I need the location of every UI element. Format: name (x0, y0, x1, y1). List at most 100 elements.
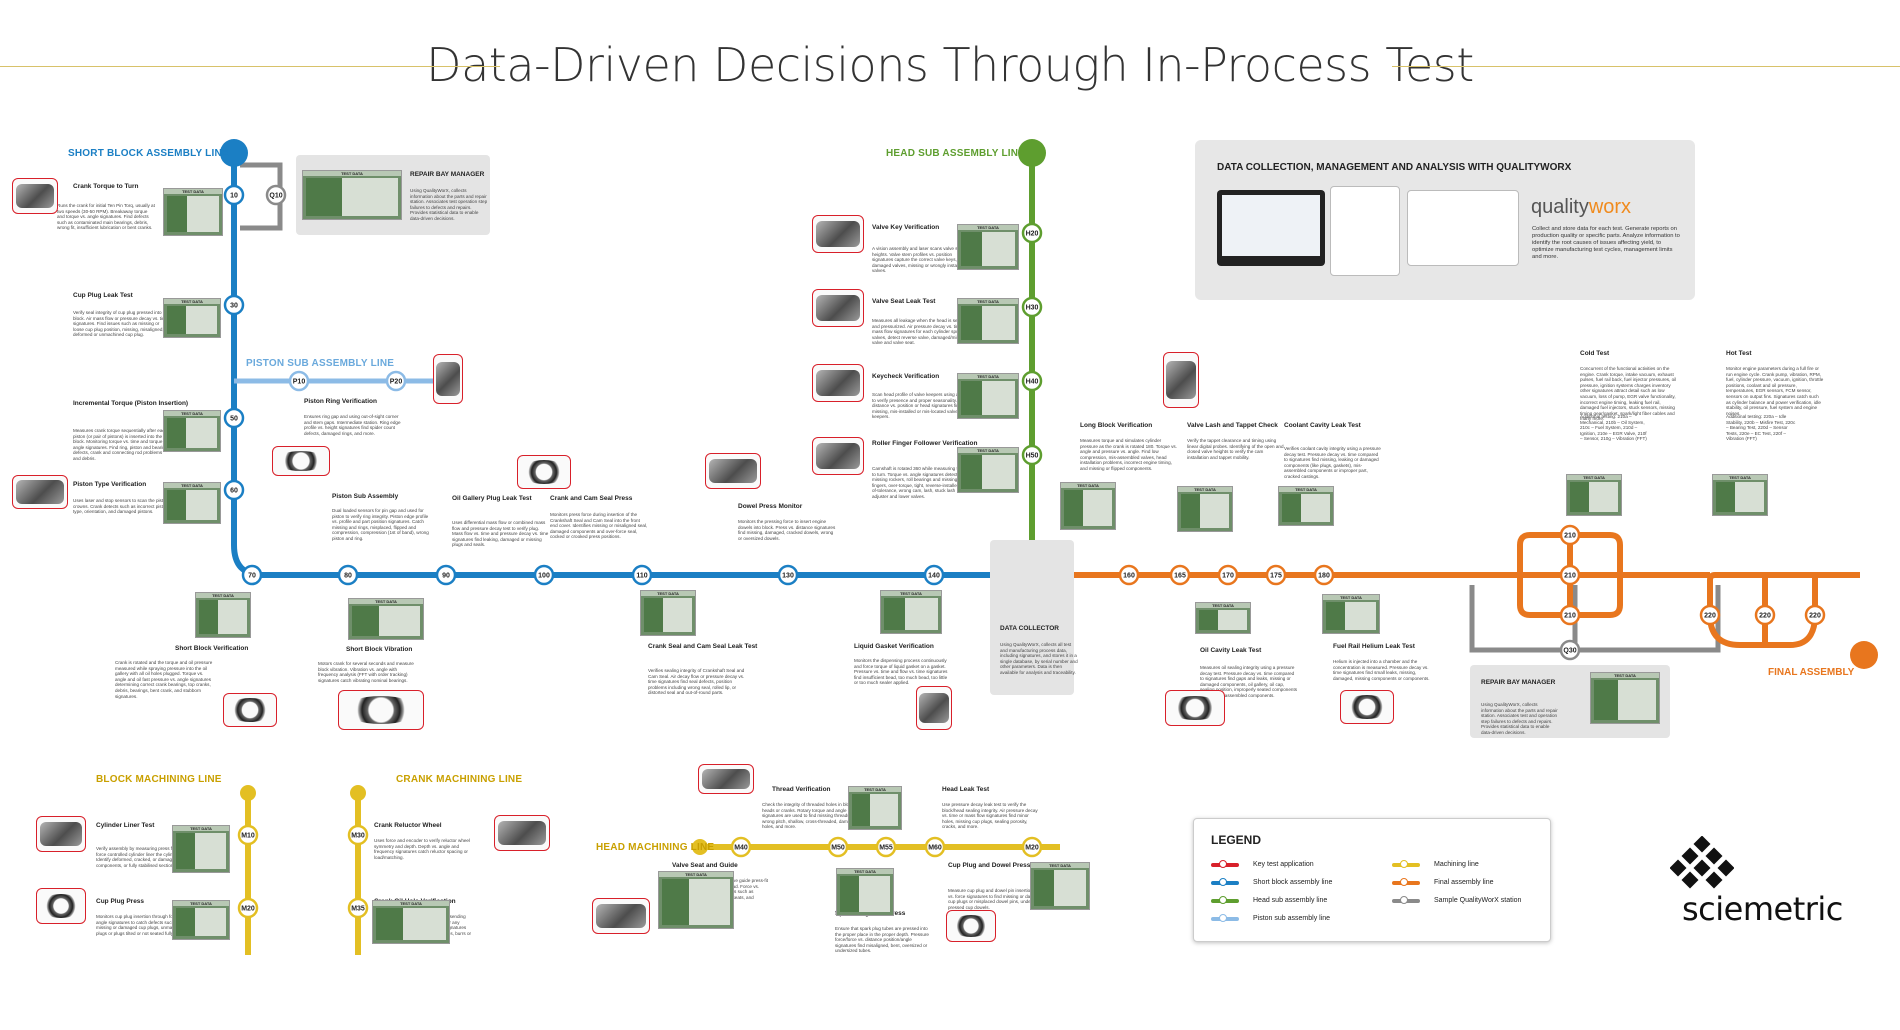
station-node-q30: Q30 (1559, 639, 1581, 661)
station-description-s110: Verifies sealing integrity of Crankshaft… (648, 668, 745, 696)
station-description-m20: Monitors cup plug insertion through forc… (96, 914, 187, 936)
test-screen-s165: TEST DATA (1177, 486, 1233, 532)
test-screen-label: TEST DATA (977, 374, 999, 379)
station-description-p10: Ensures ring gap and using out-of-sight … (304, 414, 401, 436)
label-crank-machining-line: CRANK MACHINING LINE (396, 774, 523, 785)
key-test-part-image-m20b (946, 910, 996, 942)
test-screen-label: TEST DATA (685, 872, 707, 877)
svg-text:220: 220 (1704, 613, 1716, 620)
station-name-m30: Crank Reluctor Wheel (374, 822, 442, 829)
station-description-h20: A vision assembly and laser scans valve … (872, 246, 966, 274)
test-screen-q10: TEST DATA (302, 170, 402, 220)
legend-item-label: Head sub assembly line (1253, 897, 1328, 904)
station-description-s210: Concurrent of the functional activities … (1580, 366, 1677, 422)
test-screen-m10: TEST DATA (172, 825, 230, 873)
station-node-s110: 110 (631, 564, 653, 586)
station-name-s50: Incremental Torque (Piston Insertion) (73, 400, 189, 407)
station-name-s180: Fuel Rail Helium Leak Test (1333, 643, 1415, 650)
test-screen-h30: TEST DATA (957, 298, 1019, 344)
legend-item-label: Sample QualityWorX station (1434, 897, 1522, 904)
station-name-p10: Piston Ring Verification (304, 398, 377, 405)
svg-text:165: 165 (1174, 573, 1186, 580)
title-rule-right (1392, 66, 1900, 67)
key-test-part-image-h20 (812, 215, 864, 253)
hot-test-list: Additional testing: 220a – Idle Stabilit… (1726, 414, 1796, 442)
svg-text:H30: H30 (1026, 305, 1039, 312)
legend-swatch (1211, 896, 1239, 904)
test-screen-label: TEST DATA (1583, 475, 1605, 480)
station-node-s80: 80 (337, 564, 359, 586)
legend-swatch (1392, 860, 1420, 868)
test-screen-label: TEST DATA (190, 826, 212, 831)
station-description-s130: Monitors the pressing force to insert en… (738, 519, 836, 541)
test-screen-label: TEST DATA (181, 299, 203, 304)
title-rule-left (0, 66, 500, 67)
test-screen-label: TEST DATA (1729, 475, 1751, 480)
test-screen-q30: TEST DATA (1590, 672, 1660, 724)
station-description-s10: Runs the crank for initial Ten Pin Torq,… (57, 203, 155, 231)
test-screen-label: TEST DATA (977, 225, 999, 230)
station-node-s180: 180 (1313, 564, 1335, 586)
station-description-s60: Uses laser and stop sensors to scan the … (73, 498, 169, 515)
legend-swatch (1392, 896, 1420, 904)
test-screen-m50: TEST DATA (848, 786, 902, 830)
station-description-s165: Verify the tappet clearance and timing u… (1187, 438, 1284, 460)
station-name-s210: Cold Test (1580, 350, 1610, 357)
station-name-s80: Short Block Vibration (346, 646, 413, 653)
station-description-m10: Verify assembly by measuring press force… (96, 846, 191, 868)
svg-text:175: 175 (1270, 573, 1282, 580)
test-screen-label: TEST DATA (400, 901, 422, 906)
station-name-s175: Coolant Cavity Leak Test (1284, 422, 1361, 429)
station-name-q20: DATA COLLECTOR (1000, 625, 1059, 632)
key-test-part-image-s100 (517, 455, 571, 489)
test-screen-label: TEST DATA (341, 171, 363, 176)
key-test-part-image-s180 (1340, 690, 1394, 724)
station-node-m30: M30 (347, 824, 369, 846)
station-name-m50: Thread Verification (772, 786, 831, 793)
qualityworx-panel: DATA COLLECTION, MANAGEMENT AND ANALYSIS… (1195, 140, 1695, 300)
station-description-m60: Use pressure decay leak test to verify t… (942, 802, 1038, 830)
key-test-part-image-s80 (338, 690, 424, 730)
station-description-m20b: Measure cup plug and dowel pin insertion… (948, 888, 1045, 910)
test-screen-s140: TEST DATA (880, 590, 942, 634)
key-test-part-image-m40 (592, 898, 650, 934)
station-node-s170: 170 (1217, 564, 1239, 586)
key-test-part-image-s10 (12, 178, 58, 214)
svg-text:70: 70 (248, 573, 256, 580)
station-description-m55: Ensure that spark plug tubes are pressed… (835, 926, 929, 954)
svg-text:M10: M10 (241, 833, 255, 840)
station-node-p20: P20 (385, 370, 407, 392)
test-screen-label: TEST DATA (657, 591, 679, 596)
station-description-m30: Uses force and encoder to verify relucto… (374, 838, 471, 860)
station-name-h30: Valve Seat Leak Test (872, 298, 936, 305)
legend-item-label: Machining line (1434, 861, 1479, 868)
legend-item-label: Short block assembly line (1253, 879, 1333, 886)
test-screen-label: TEST DATA (182, 189, 204, 194)
station-name-s100: Crank and Cam Seal Press (550, 495, 633, 502)
test-screen-label: TEST DATA (864, 787, 886, 792)
label-head-machining-line: HEAD MACHINING LINE (596, 842, 715, 853)
key-test-part-image-m50 (698, 764, 754, 794)
station-name-m60: Head Leak Test (942, 786, 990, 793)
test-screen-s180: TEST DATA (1322, 594, 1380, 634)
key-test-part-image-s70 (223, 693, 277, 727)
key-test-part-image-s130 (705, 453, 761, 489)
label-head-sub-line: HEAD SUB ASSEMBLY LINE (886, 148, 1026, 159)
svg-text:10: 10 (230, 193, 238, 200)
svg-text:210: 210 (1564, 533, 1576, 540)
key-test-part-image-m20 (36, 888, 86, 924)
test-screen-s10: TEST DATA (163, 188, 223, 236)
test-screen-s160: TEST DATA (1060, 482, 1116, 530)
brand-name: sciemetric (1682, 890, 1843, 928)
key-test-part-image-s165 (1163, 352, 1199, 408)
key-test-part-image-h30 (812, 289, 864, 327)
analysis-window-icon (1407, 190, 1519, 266)
svg-text:H20: H20 (1026, 231, 1039, 238)
svg-text:H50: H50 (1026, 453, 1039, 460)
svg-text:30: 30 (230, 303, 238, 310)
station-node-extra-1: 210 (1559, 604, 1581, 626)
test-screen-s210: TEST DATA (1566, 474, 1622, 516)
test-screen-label: TEST DATA (212, 593, 234, 598)
station-node-s100: 100 (533, 564, 555, 586)
